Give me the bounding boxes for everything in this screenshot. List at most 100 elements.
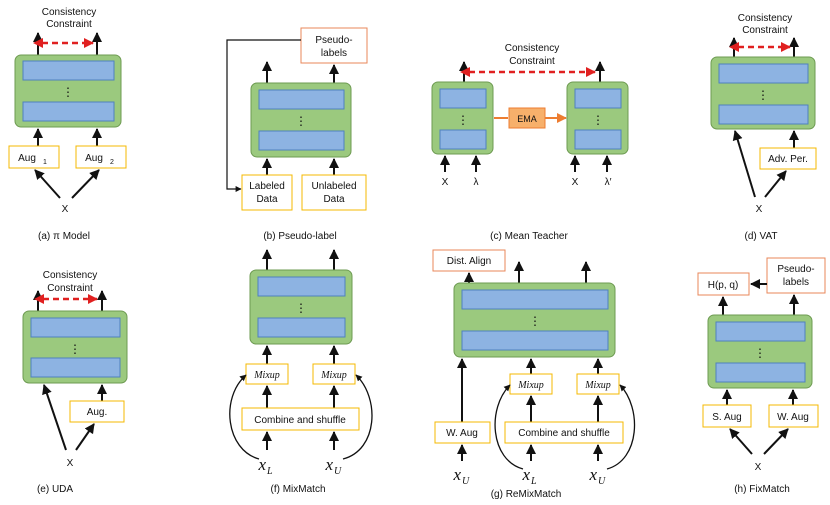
xl-subscript: L	[266, 466, 273, 477]
mixup2-label: Mixup	[320, 370, 347, 381]
layer-ellipsis: ⋮	[592, 113, 604, 127]
strong-aug-box	[702, 404, 752, 428]
pseudo-labels-line2: labels	[321, 48, 347, 59]
aug1-subscript: 1	[43, 159, 47, 166]
xu-symbol-right: x	[588, 465, 597, 484]
mixup1-label: Mixup	[253, 370, 280, 381]
network-layer-top	[30, 317, 121, 338]
caption-h: (h) FixMatch	[734, 484, 790, 495]
labeled-data-box	[241, 174, 293, 211]
xl-skip-arrow	[229, 374, 260, 460]
network-layer-bottom	[257, 317, 346, 338]
caption-f: (f) MixMatch	[271, 484, 326, 495]
consistency-label-line2: Constraint	[47, 283, 93, 294]
consistency-label-line1: Consistency	[43, 270, 97, 281]
input-x: X	[756, 204, 763, 215]
layer-ellipsis: ⋮	[757, 88, 769, 102]
aug2-label: Aug	[85, 153, 103, 164]
panel-d-vat: Consistency Constraint ⋮ Adv. Per. X (d)…	[710, 13, 817, 242]
teacher-layer-top	[574, 88, 622, 109]
network-layer-bottom	[461, 330, 609, 351]
consistency-label-line1: Consistency	[505, 43, 559, 54]
input-x: X	[755, 462, 762, 473]
input-to-advper-arrow	[764, 170, 787, 198]
caption-b: (b) Pseudo-label	[263, 231, 336, 242]
network-layer-top	[257, 276, 346, 297]
xu-skip-arrow	[606, 384, 636, 470]
student-layer-bottom	[439, 129, 487, 150]
panel-e-uda: Consistency Constraint ⋮ Aug. X (e) UDA	[22, 270, 128, 495]
layer-ellipsis: ⋮	[69, 342, 81, 356]
teacher-layer-bottom	[574, 129, 622, 150]
network-layer-bottom	[718, 104, 809, 125]
strong-aug-label: S. Aug	[712, 412, 741, 423]
panel-b-pseudo-label: Pseudo- labels ⋮ Labeled Data Unlabeled …	[226, 27, 368, 242]
input-to-aug2-arrow	[71, 169, 100, 199]
mixup1-box	[509, 373, 553, 395]
mixup2-box	[576, 373, 620, 395]
ema-label: EMA	[517, 114, 537, 124]
network-layer-top	[718, 63, 809, 84]
network-layer-top	[461, 289, 609, 310]
caption-c: (c) Mean Teacher	[490, 231, 568, 242]
unlabeled-data-box	[301, 174, 367, 211]
combine-shuffle-label: Combine and shuffle	[254, 415, 346, 426]
caption-e: (e) UDA	[37, 484, 73, 495]
layer-ellipsis: ⋮	[295, 114, 307, 128]
network-layer-top	[715, 321, 806, 342]
network-layer-top	[258, 89, 345, 110]
layer-ellipsis: ⋮	[62, 85, 74, 99]
unlabeled-data-line1: Unlabeled	[311, 181, 356, 192]
caption-a: (a) π Model	[38, 231, 90, 242]
consistency-label-line2: Constraint	[46, 19, 92, 30]
panel-f-mixmatch: ⋮ Mixup Mixup Combine and shuffle x L x …	[229, 249, 373, 495]
aug1-label: Aug	[18, 153, 36, 164]
mixup2-label: Mixup	[584, 380, 611, 391]
consistency-label-line2: Constraint	[509, 56, 555, 67]
aug2-box	[75, 145, 127, 169]
pseudo-labels-line1: Pseudo-	[315, 35, 352, 46]
pseudo-labels-line2: labels	[783, 277, 809, 288]
xl-symbol: x	[257, 455, 266, 474]
input-to-waug-arrow	[763, 428, 789, 455]
network-layer-bottom	[258, 130, 345, 151]
student-x: X	[442, 177, 449, 188]
weak-aug-box	[434, 421, 491, 444]
mixup2-box	[312, 363, 356, 385]
panel-h-fixmatch: H(p, q) Pseudo- labels ⋮ S. Aug W. Aug X…	[697, 257, 826, 495]
weak-aug-label: W. Aug	[777, 412, 809, 423]
weak-aug-box	[768, 404, 819, 428]
mixup1-box	[245, 363, 289, 385]
input-to-net-arrow	[732, 130, 756, 198]
panel-c-mean-teacher: Consistency Constraint ⋮ EMA ⋮ X λ X λ′ …	[431, 43, 629, 242]
cross-entropy-label: H(p, q)	[708, 280, 739, 291]
pseudo-labels-box	[766, 257, 826, 294]
student-layer-top	[439, 88, 487, 109]
consistency-label-line1: Consistency	[42, 7, 96, 18]
caption-d: (d) VAT	[745, 231, 778, 242]
combine-shuffle-box	[241, 407, 360, 431]
pseudo-labels-line1: Pseudo-	[777, 264, 814, 275]
labeled-data-line2: Data	[256, 194, 278, 205]
dist-align-label: Dist. Align	[447, 256, 491, 267]
labeled-data-line1: Labeled	[249, 181, 285, 192]
aug1-box	[8, 145, 60, 169]
panel-g-remixmatch: Dist. Align ⋮ Mixup Mixup W. Aug Combine…	[432, 249, 636, 500]
consistency-label-line1: Consistency	[738, 13, 792, 24]
input-to-saug-arrow	[729, 428, 753, 455]
panel-a-pi-model: Consistency Constraint ⋮ Aug 1 Aug 2 X (…	[8, 7, 127, 242]
layer-ellipsis: ⋮	[529, 314, 541, 328]
adv-per-box	[759, 147, 817, 170]
xu-skip-arrow	[342, 374, 373, 460]
network-layer-bottom	[22, 101, 115, 122]
xu-subscript: U	[334, 466, 342, 477]
aug2-subscript: 2	[110, 159, 114, 166]
xl-subscript: L	[530, 476, 537, 487]
network-layer-bottom	[30, 357, 121, 378]
weak-aug-label: W. Aug	[446, 428, 478, 439]
input-to-aug1-arrow	[34, 169, 61, 199]
input-to-aug-arrow	[75, 423, 95, 451]
student-lambda: λ	[474, 177, 479, 188]
network-layer-bottom	[715, 362, 806, 383]
teacher-x: X	[572, 177, 579, 188]
